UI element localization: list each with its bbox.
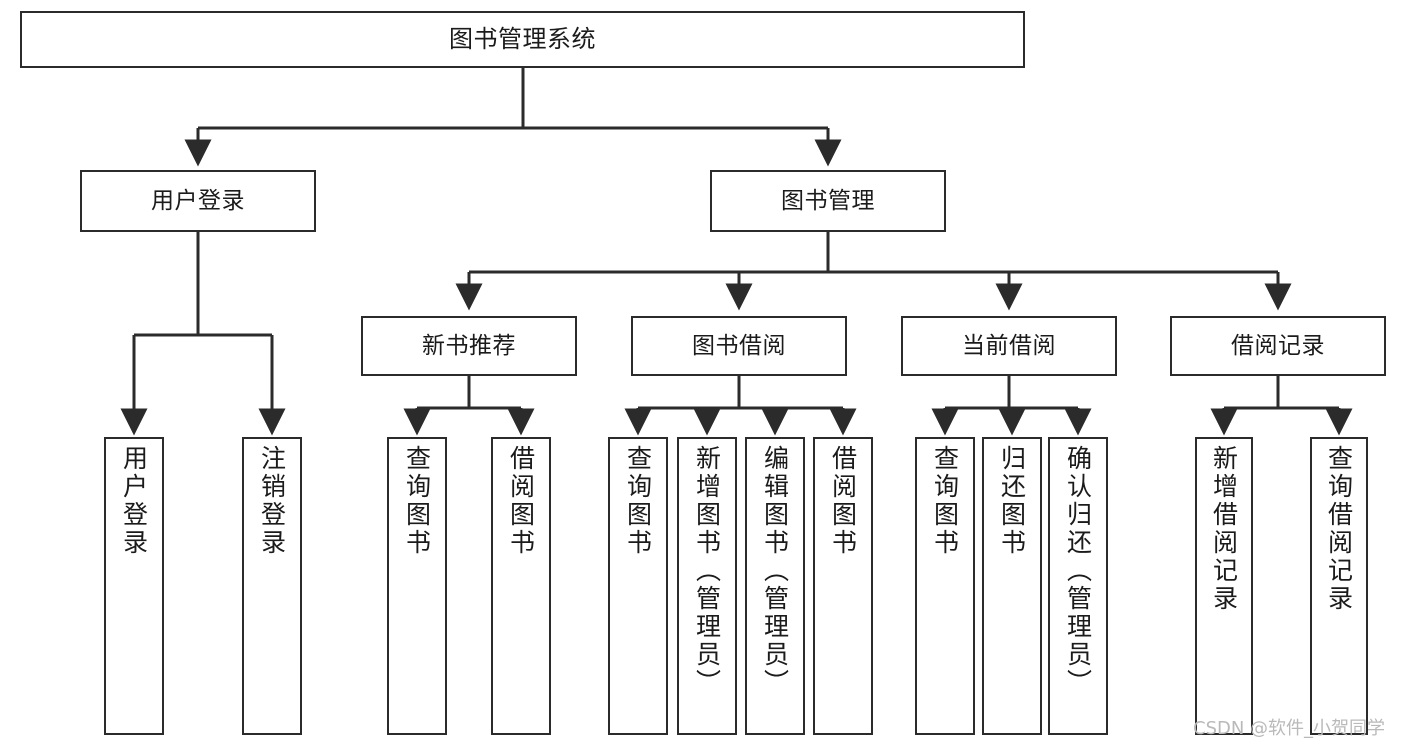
leaf-borrow-edit-book[interactable]: 编辑图书（管理员） — [745, 437, 805, 735]
leaf-record-add[interactable]: 新增借阅记录 — [1195, 437, 1253, 735]
leaf-borrow-edit-book-label: 编辑图书（管理员） — [760, 445, 790, 697]
node-current-borrow-label: 当前借阅 — [962, 332, 1056, 359]
leaf-borrow-query-book[interactable]: 查询图书 — [608, 437, 668, 735]
node-borrow-record-label: 借阅记录 — [1231, 332, 1325, 359]
node-current-borrow[interactable]: 当前借阅 — [901, 316, 1117, 376]
node-book-borrow-label: 图书借阅 — [692, 332, 786, 359]
node-book-borrow[interactable]: 图书借阅 — [631, 316, 847, 376]
node-new-book-recommend-label: 新书推荐 — [422, 332, 516, 359]
leaf-borrow-add-book[interactable]: 新增图书（管理员） — [677, 437, 737, 735]
node-root-label: 图书管理系统 — [449, 24, 596, 53]
node-borrow-record[interactable]: 借阅记录 — [1170, 316, 1386, 376]
leaf-new-book-borrow[interactable]: 借阅图书 — [491, 437, 551, 735]
node-book-management-label: 图书管理 — [781, 187, 875, 214]
leaf-user-login-login[interactable]: 用户登录 — [104, 437, 164, 735]
leaf-record-query[interactable]: 查询借阅记录 — [1310, 437, 1368, 735]
node-book-management[interactable]: 图书管理 — [710, 170, 946, 232]
leaf-borrow-borrow-book-label: 借阅图书 — [828, 445, 858, 557]
leaf-user-login-logout-label: 注销登录 — [257, 445, 287, 557]
leaf-user-login-login-label: 用户登录 — [119, 445, 149, 557]
leaf-user-login-logout[interactable]: 注销登录 — [242, 437, 302, 735]
leaf-new-book-query[interactable]: 查询图书 — [387, 437, 447, 735]
leaf-new-book-query-label: 查询图书 — [402, 445, 432, 557]
leaf-new-book-borrow-label: 借阅图书 — [506, 445, 536, 557]
watermark-text: CSDN @软件_小贺同学 — [1193, 718, 1386, 739]
leaf-current-query-book-label: 查询图书 — [930, 445, 960, 557]
leaf-record-query-label: 查询借阅记录 — [1324, 445, 1354, 613]
leaf-borrow-add-book-label: 新增图书（管理员） — [692, 445, 722, 697]
leaf-current-query-book[interactable]: 查询图书 — [915, 437, 975, 735]
leaf-current-confirm-return-label: 确认归还（管理员） — [1063, 445, 1093, 697]
node-new-book-recommend[interactable]: 新书推荐 — [361, 316, 577, 376]
leaf-current-return-book-label: 归还图书 — [997, 445, 1027, 557]
node-user-login-label: 用户登录 — [151, 187, 245, 214]
node-root[interactable]: 图书管理系统 — [20, 11, 1025, 68]
leaf-borrow-query-book-label: 查询图书 — [623, 445, 653, 557]
leaf-current-return-book[interactable]: 归还图书 — [982, 437, 1042, 735]
leaf-current-confirm-return[interactable]: 确认归还（管理员） — [1048, 437, 1108, 735]
leaf-borrow-borrow-book[interactable]: 借阅图书 — [813, 437, 873, 735]
leaf-record-add-label: 新增借阅记录 — [1209, 445, 1239, 613]
node-user-login[interactable]: 用户登录 — [80, 170, 316, 232]
